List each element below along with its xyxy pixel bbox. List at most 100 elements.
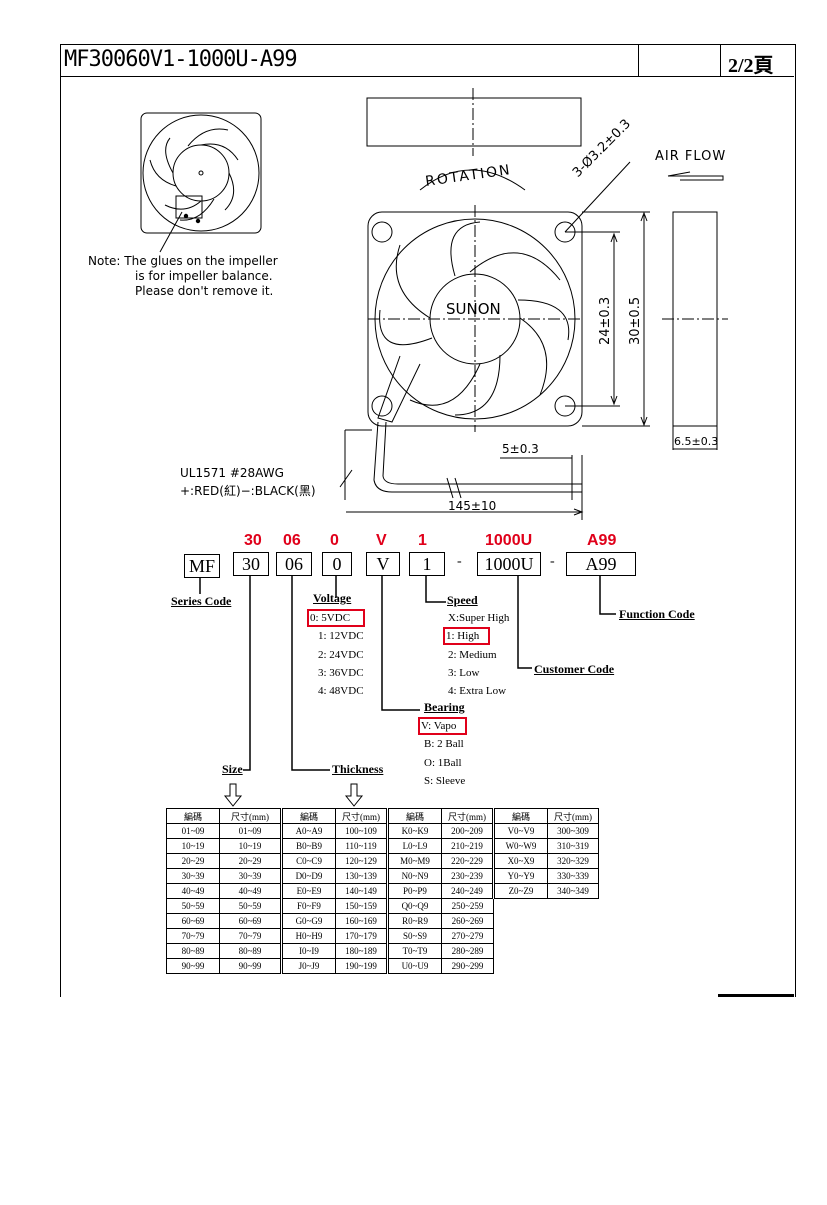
dim-145: 145±10: [448, 499, 497, 513]
code-red-thickness: 06: [283, 532, 301, 549]
table-cell: T0~T9: [386, 943, 442, 959]
speed-option-selected: 1: High: [443, 627, 490, 645]
title-block: MF30060V1-1000U-A99 2/2頁: [60, 44, 794, 77]
wire-spec: UL1571 #28AWG: [180, 466, 284, 480]
table-cell: 190~199: [335, 958, 388, 974]
code-red-voltage: 0: [330, 532, 339, 549]
table-cell: 60~69: [166, 913, 220, 929]
table-cell: 290~299: [441, 958, 494, 974]
table-cell: 280~289: [441, 943, 494, 959]
table-cell: 50~59: [166, 898, 220, 914]
code-red-bearing: V: [376, 532, 387, 549]
table-cell: 70~79: [166, 928, 220, 944]
table-cell: S0~S9: [386, 928, 442, 944]
table-cell: 10~19: [219, 838, 282, 854]
table-cell: 90~99: [166, 958, 220, 974]
code-box-series: MF: [184, 554, 220, 578]
code-box-thickness: 06: [276, 552, 312, 576]
table-cell: 10~19: [166, 838, 220, 854]
function-code-label: Function Code: [619, 607, 695, 621]
code-red-speed: 1: [418, 532, 427, 549]
table-cell: I0~I9: [280, 943, 336, 959]
table-cell: 20~29: [166, 853, 220, 869]
speed-option: 2: Medium: [448, 649, 497, 661]
table-cell: B0~B9: [280, 838, 336, 854]
table-cell: 160~169: [335, 913, 388, 929]
size-label: Size: [222, 762, 243, 776]
side-view-top: [366, 97, 582, 147]
table-cell: 80~89: [166, 943, 220, 959]
table-cell: 220~229: [441, 853, 494, 869]
table-header-row: 編碼 尺寸(mm) 編碼 尺寸(mm) 編碼 尺寸(mm) 編碼 尺寸(mm): [166, 808, 599, 824]
table-header: 編碼: [492, 808, 548, 824]
table-cell: Y0~Y9: [492, 868, 548, 884]
table-cell: 40~49: [166, 883, 220, 899]
table-cell: D0~D9: [280, 868, 336, 884]
title-divider: [720, 44, 721, 76]
table-cell: 320~329: [547, 853, 599, 869]
table-cell: 150~159: [335, 898, 388, 914]
brand-label: SUNON: [446, 300, 501, 318]
impeller-sketch: [140, 112, 262, 253]
table-header: 尺寸(mm): [335, 808, 388, 824]
customer-code-label: Customer Code: [534, 662, 615, 676]
code-leaders: [199, 576, 616, 807]
voltage-option: 2: 24VDC: [318, 649, 364, 661]
table-cell: H0~H9: [280, 928, 336, 944]
table-cell: 310~319: [547, 838, 599, 854]
table-cell: J0~J9: [280, 958, 336, 974]
table-cell: 110~119: [335, 838, 388, 854]
table-header: 編碼: [280, 808, 336, 824]
code-box-customer: 1000U: [477, 552, 541, 576]
table-cell: 250~259: [441, 898, 494, 914]
code-red-function: A99: [587, 532, 617, 549]
code-red-size: 30: [244, 532, 262, 549]
voltage-option-selected: 0: 5VDC: [307, 609, 365, 627]
table-cell: C0~C9: [280, 853, 336, 869]
table-cell: G0~G9: [280, 913, 336, 929]
table-cell: 270~279: [441, 928, 494, 944]
table-cell: W0~W9: [492, 838, 548, 854]
table-cell: 40~49: [219, 883, 282, 899]
table-cell: 260~269: [441, 913, 494, 929]
table-cell: 330~339: [547, 868, 599, 884]
table-cell: 30~39: [166, 868, 220, 884]
page-number: 2/2頁: [728, 55, 774, 77]
code-box-size: 30: [233, 552, 269, 576]
code-dash: -: [550, 554, 555, 569]
table-cell: A0~A9: [280, 823, 336, 839]
table-cell: M0~M9: [386, 853, 442, 869]
code-dash: -: [457, 554, 462, 569]
speed-option: 3: Low: [448, 667, 480, 679]
table-header: 尺寸(mm): [219, 808, 282, 824]
table-cell: P0~P9: [386, 883, 442, 899]
table-cell: N0~N9: [386, 868, 442, 884]
drawing-sheet: [60, 44, 796, 997]
bearing-option: B: 2 Ball: [424, 738, 464, 750]
table-cell: 80~89: [219, 943, 282, 959]
table-cell: R0~R9: [386, 913, 442, 929]
bearing-label: Bearing: [424, 700, 465, 714]
code-red-customer: 1000U: [485, 532, 533, 549]
table-header: 編碼: [386, 808, 442, 824]
voltage-label: Voltage: [313, 591, 352, 605]
table-cell: [494, 899, 599, 914]
table-cell: 20~29: [219, 853, 282, 869]
table-cell: U0~U9: [386, 958, 442, 974]
document-title: MF30060V1-1000U-A99: [64, 47, 298, 72]
table-cell: 120~129: [335, 853, 388, 869]
table-cell: L0~L9: [386, 838, 442, 854]
table-cell: Q0~Q9: [386, 898, 442, 914]
voltage-option: 4: 48VDC: [318, 685, 364, 697]
size-code-table: 編碼 尺寸(mm) 編碼 尺寸(mm) 編碼 尺寸(mm) 編碼 尺寸(mm) …: [166, 808, 599, 974]
bottom-bar: [718, 994, 794, 997]
main-fan-front: [367, 205, 583, 432]
table-cell: E0~E9: [280, 883, 336, 899]
